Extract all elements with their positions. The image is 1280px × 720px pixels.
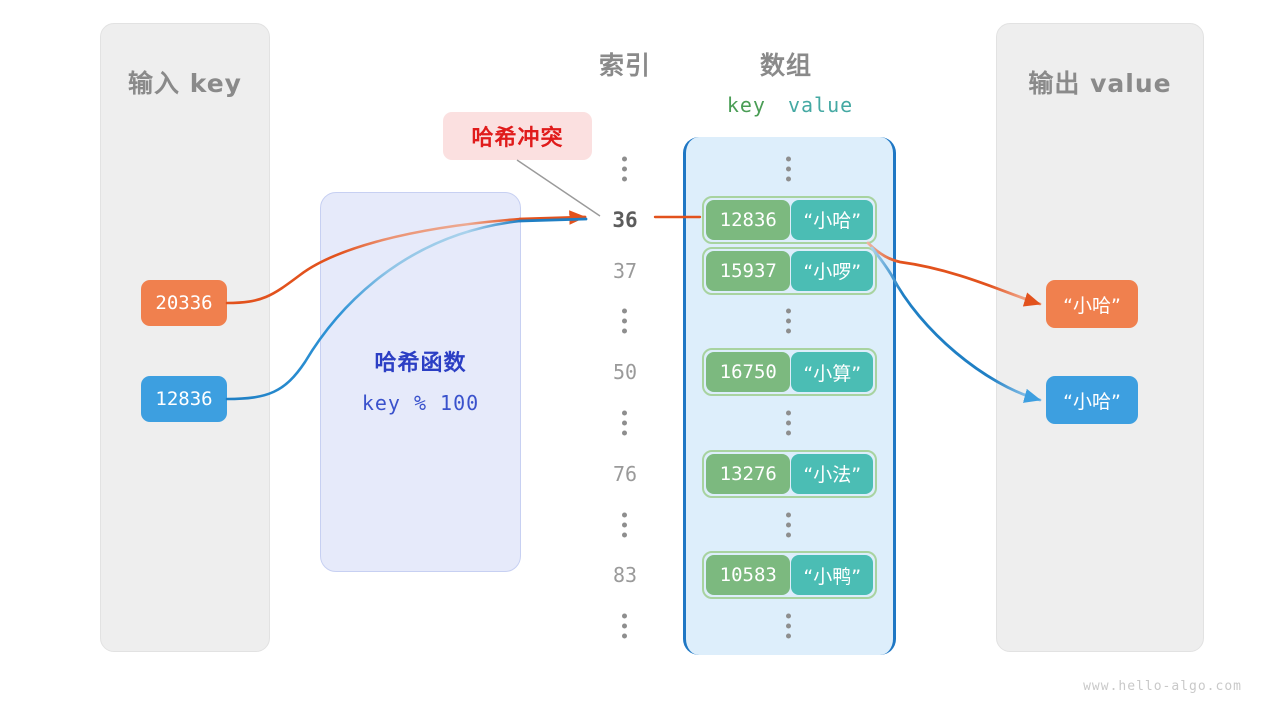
entry-value-cell: “小啰” (791, 250, 873, 291)
wire-hash-to-index-36-orange (518, 210, 587, 225)
entry-value-cell: “小哈” (791, 199, 873, 240)
array-ellipsis (786, 156, 792, 182)
value-column-label: value (787, 93, 854, 117)
index-ellipsis (622, 308, 628, 334)
array-entry: 15937“小啰” (702, 246, 877, 295)
input-panel-title: 输入 key (128, 69, 242, 98)
key-column-label: key (726, 93, 766, 117)
array-entry: 12836“小哈” (702, 195, 877, 244)
index-column-heading: 索引 (598, 51, 651, 80)
array-ellipsis (786, 512, 792, 538)
entry-key-cell: 15937 (706, 250, 791, 291)
index-label: 50 (612, 360, 638, 385)
index-label: 83 (612, 563, 638, 588)
entry-key-cell: 13276 (706, 453, 791, 494)
entry-value-cell: “小鸭” (791, 555, 873, 596)
entry-value-cell: “小法” (791, 453, 873, 494)
index-ellipsis (622, 512, 628, 538)
input-key-chip: 12836 (141, 376, 227, 422)
wire-hash-to-index-36-blue (518, 217, 588, 223)
index-ellipsis (622, 410, 628, 436)
array-entry: 13276“小法” (702, 449, 877, 498)
index-ellipsis (622, 613, 628, 639)
array-column-heading: 数组 (759, 51, 812, 80)
array-ellipsis (786, 410, 792, 436)
array-entry: 16750“小算” (702, 348, 877, 397)
entry-key-cell: 10583 (706, 555, 791, 596)
input-key-panel: 输入 key (100, 23, 270, 652)
array-ellipsis (786, 308, 792, 334)
hash-function-title: 哈希函数 (374, 351, 467, 376)
output-value-chip: “小哈” (1046, 280, 1138, 328)
index-label: 36 (612, 207, 638, 232)
hash-function-box: 哈希函数 key % 100 (320, 192, 521, 572)
hash-function-expression: key % 100 (361, 391, 480, 415)
output-value-panel: 输出 value (996, 23, 1204, 652)
entry-value-cell: “小算” (791, 352, 873, 393)
input-key-chip: 20336 (141, 280, 227, 326)
array-entry: 10583“小鸭” (702, 551, 877, 600)
index-label: 37 (612, 258, 638, 283)
entry-key-cell: 12836 (706, 199, 791, 240)
key-value-subheader: key value (700, 93, 880, 117)
hash-collision-badge: 哈希冲突 (443, 112, 592, 160)
output-panel-title: 输出 value (1028, 69, 1172, 98)
watermark: www.hello-algo.com (1083, 679, 1242, 694)
index-label: 76 (612, 461, 638, 486)
entry-key-cell: 16750 (706, 352, 791, 393)
index-ellipsis (622, 156, 628, 182)
array-ellipsis (786, 613, 792, 639)
output-value-chip: “小哈” (1046, 376, 1138, 424)
